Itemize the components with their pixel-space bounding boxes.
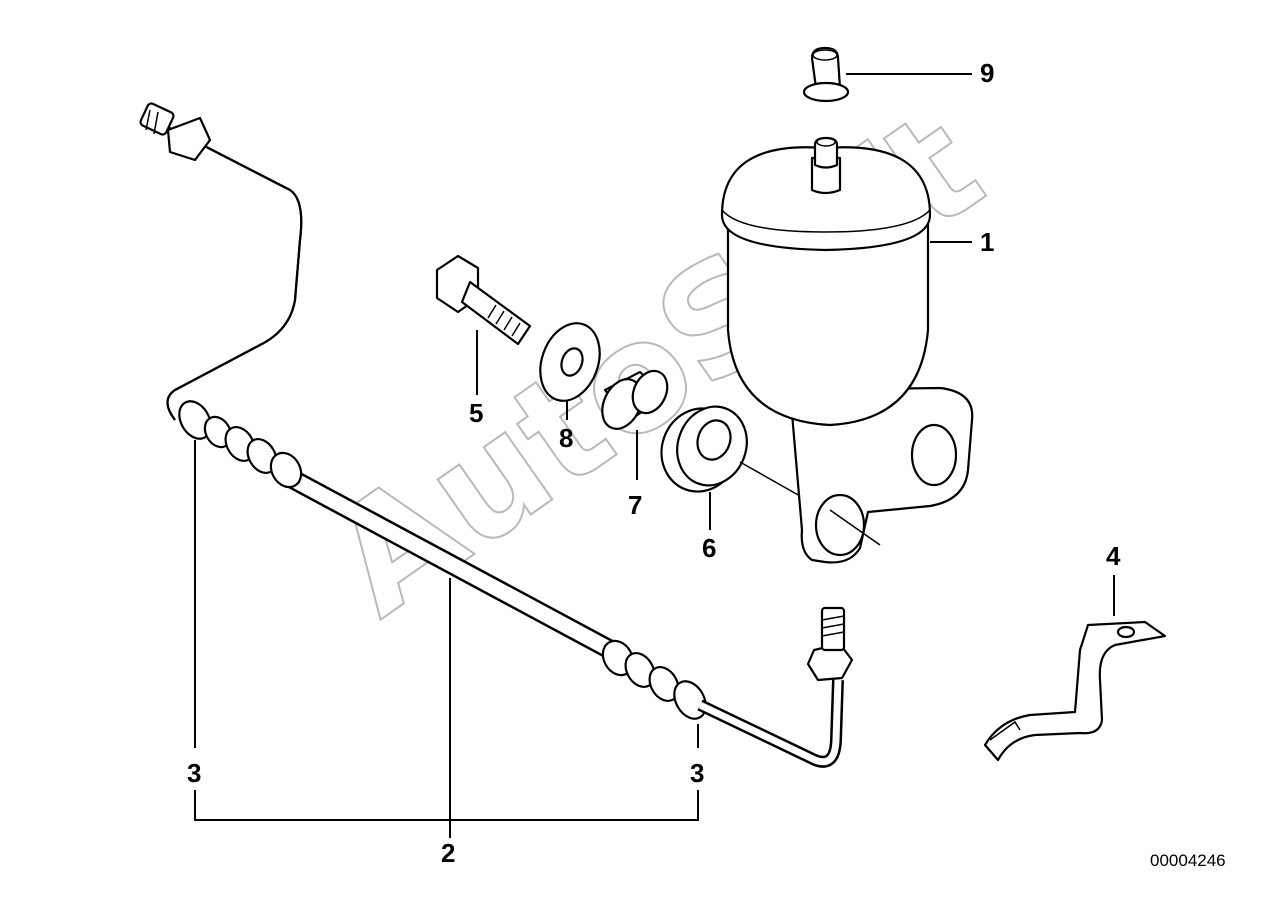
callout-5: 5: [469, 398, 483, 428]
callout-7: 7: [628, 490, 642, 520]
part-2-hose: [178, 400, 707, 720]
part-4-bracket: [983, 620, 1167, 762]
callout-6: 6: [702, 533, 716, 563]
leader-lines: [194, 73, 1115, 838]
part-1-accumulator: [720, 136, 974, 564]
callout-9: 9: [980, 58, 994, 88]
part-8-washer: [539, 322, 601, 402]
part-7-sleeve: [601, 369, 669, 430]
part-9-cap: [802, 46, 850, 103]
callout-1: 1: [980, 227, 994, 257]
part-5-bolt: [435, 254, 532, 346]
diagram-code: 00004246: [1150, 851, 1226, 870]
callout-3-right: 3: [690, 758, 704, 788]
callout-4: 4: [1106, 541, 1121, 571]
part-3-upper-pipe: [139, 102, 303, 421]
callout-2: 2: [441, 838, 455, 868]
callout-8: 8: [559, 423, 573, 453]
part-6-grommet: [660, 405, 801, 497]
callout-3-left: 3: [187, 758, 201, 788]
part-3-lower-pipe: [697, 606, 854, 768]
